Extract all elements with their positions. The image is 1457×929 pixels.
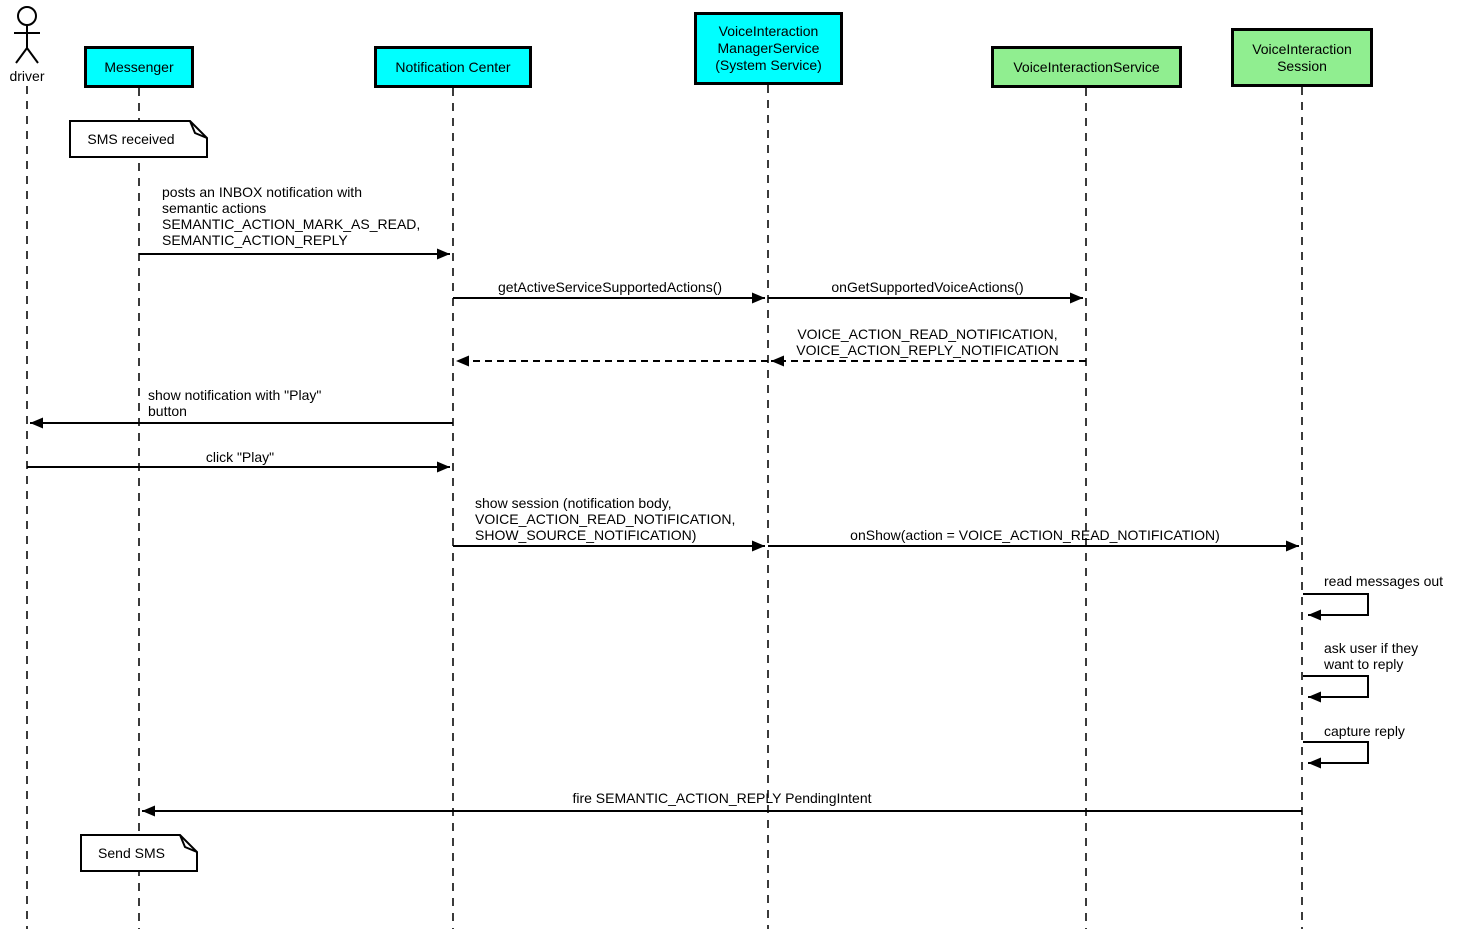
message-label-capture-reply: capture reply [1324,723,1405,739]
message-label-return-voice-actions: VOICE_ACTION_READ_NOTIFICATION, VOICE_AC… [796,326,1059,358]
participant-voiceinteractionservice: VoiceInteractionService [991,46,1182,88]
lifelines [26,85,1303,929]
participant-voiceinteraction-session: VoiceInteraction Session [1231,28,1373,87]
message-label-click-play: click "Play" [205,449,275,465]
note-shapes [69,120,208,872]
message-label-posts-inbox-notification: posts an INBOX notification with semanti… [162,184,421,248]
self-arrow-read-messages-out [1303,593,1369,621]
message-label-on-get-supported-voice-actions: onGetSupportedVoiceActions() [831,279,1024,295]
message-label-fire-semantic-action-reply: fire SEMANTIC_ACTION_REPLY PendingIntent [572,790,872,806]
note-shape-sms-received [69,120,208,158]
actor-driver-icon [14,6,40,64]
note-shape-send-sms [80,834,198,872]
actor-driver-label: driver [9,68,45,84]
note-fold-sms-received [189,120,208,139]
message-label-show-notification-play: show notification with "Play" button [148,387,322,419]
message-label-on-show: onShow(action = VOICE_ACTION_READ_NOTIFI… [850,527,1220,543]
note-sms-received: SMS received [87,131,175,147]
message-label-get-active-service-supported-actions: getActiveServiceSupportedActions() [497,279,723,295]
note-send-sms: Send SMS [98,845,165,861]
self-arrow-capture-reply [1303,741,1369,769]
participant-notification-center: Notification Center [374,46,532,88]
message-label-ask-user-reply: ask user if they want to reply [1324,640,1419,672]
self-arrow-ask-user-reply [1303,675,1369,703]
participant-messenger: Messenger [84,46,194,88]
message-label-read-messages-out: read messages out [1324,573,1444,589]
message-arrows [27,248,1369,817]
participant-voiceinteraction-managerservice: VoiceInteraction ManagerService (System … [694,12,843,85]
note-fold-send-sms [179,834,198,853]
message-label-show-session: show session (notification body, VOICE_A… [475,495,736,543]
